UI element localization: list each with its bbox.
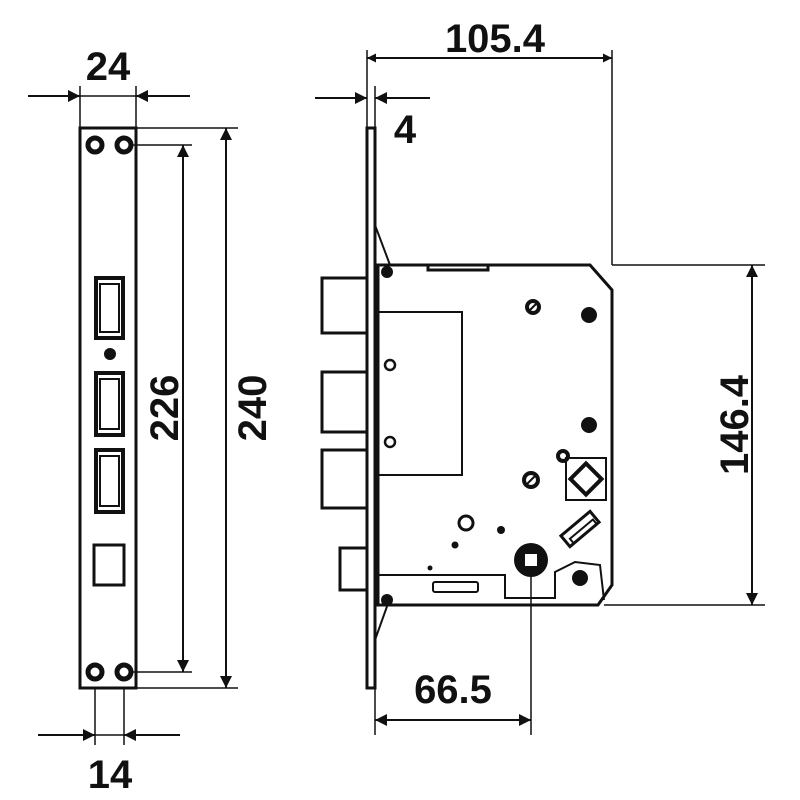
lock-inner-plate — [378, 311, 463, 476]
dimension-label-faceplate-thickness: 4 — [394, 108, 417, 152]
dimension-hole-spacing: 14 — [38, 688, 180, 797]
lock-case-outline — [376, 263, 614, 607]
dimension-screw-spacing: 226 — [130, 144, 192, 673]
dimension-case-height: 146.4 — [604, 264, 765, 606]
deadbolts — [320, 276, 369, 510]
faceplate-outline — [78, 126, 138, 690]
faceplate-bolt-openings — [92, 276, 126, 587]
dimension-label-faceplate-width: 24 — [86, 45, 131, 89]
dimension-label-overall-depth: 105.4 — [445, 17, 546, 61]
lock-side-view — [320, 126, 614, 690]
dimension-overall-depth: 105.4 — [366, 17, 613, 265]
dimension-label-hole-spacing: 14 — [88, 753, 133, 797]
dimension-label-screw-spacing: 226 — [143, 375, 187, 442]
dimension-faceplate-width: 24 — [28, 45, 190, 128]
latch-bolt — [338, 546, 369, 592]
faceplate-front-view — [78, 126, 138, 690]
faceplate-latch-opening — [92, 543, 126, 587]
case-screws — [451, 299, 597, 586]
dimension-faceplate-thickness: 4 — [315, 86, 430, 152]
faceplate-center-dot — [104, 348, 116, 360]
dimension-label-case-height: 146.4 — [713, 374, 757, 475]
square-cam — [567, 460, 605, 498]
dimension-label-backset: 66.5 — [414, 668, 492, 712]
dimension-label-faceplate-height: 240 — [231, 375, 275, 442]
faceplate-top-screw-holes — [85, 135, 134, 155]
dimension-faceplate-height: 240 — [136, 127, 275, 689]
faceplate-bottom-screw-holes — [85, 662, 134, 682]
dimension-backset: 66.5 — [374, 577, 532, 735]
